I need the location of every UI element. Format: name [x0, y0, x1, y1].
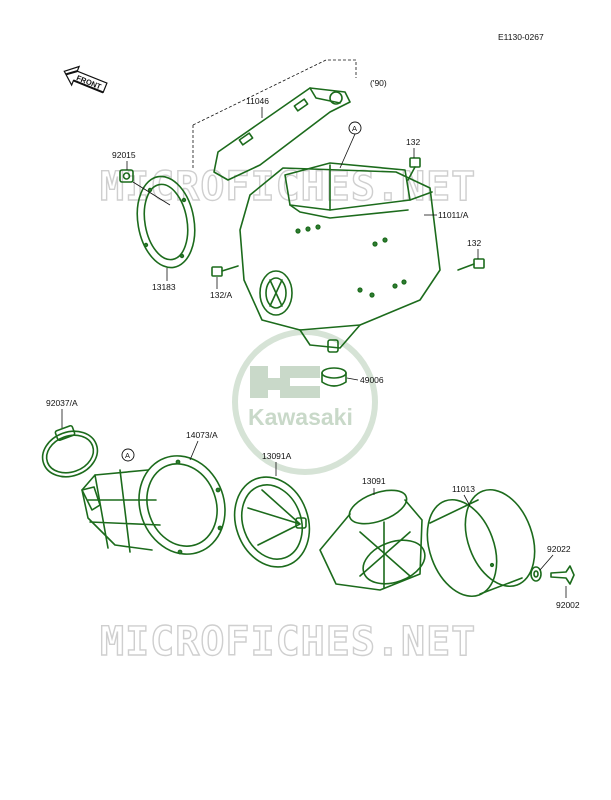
duct-part [81, 455, 226, 555]
cap-part [321, 367, 347, 387]
nut-part [119, 169, 134, 183]
label-132a: 132/A [210, 290, 233, 300]
element-frame-part [319, 489, 426, 591]
svg-text:A: A [352, 124, 357, 133]
wing-bolt-part [550, 565, 575, 585]
year-note: ('90) [370, 78, 387, 88]
bolt-upper-right-part [407, 157, 421, 181]
label-11013: 11013 [452, 484, 475, 494]
label-132-upper: 132 [406, 137, 420, 147]
kawasaki-logo: Kawasaki [232, 329, 378, 475]
label-13091: 13091 [362, 476, 386, 486]
label-14073a: 14073/A [186, 430, 218, 440]
callout-a-upper: A [339, 121, 362, 169]
label-92022: 92022 [547, 544, 571, 554]
label-92037a: 92037/A [46, 398, 78, 408]
watermark-bottom: MICROFICHES.NET [100, 619, 476, 665]
element-holder-part [233, 476, 311, 568]
bracket-dashed-outline [192, 59, 357, 168]
washer-part [530, 566, 542, 582]
label-11046: 11046 [246, 96, 269, 106]
bolt-right-part [457, 258, 485, 271]
bracket-part [213, 87, 351, 181]
callout-a-lower: A [121, 448, 135, 462]
filter-element-part [426, 488, 536, 598]
label-132-right: 132 [467, 238, 481, 248]
watermark-top: MICROFICHES.NET [100, 164, 476, 210]
bolt-left-part [211, 265, 239, 277]
label-13091a: 13091A [262, 451, 292, 461]
logo-text: Kawasaki [248, 404, 353, 430]
label-49006: 49006 [360, 375, 384, 385]
label-92002: 92002 [556, 600, 580, 610]
label-92015: 92015 [112, 150, 136, 160]
air-cleaner-case-part [239, 162, 441, 353]
svg-text:A: A [125, 451, 130, 460]
clamp-part [41, 424, 99, 478]
label-11011a: 11011/A [438, 210, 469, 220]
front-arrow-marker: FRONT [63, 65, 108, 94]
label-13183: 13183 [152, 282, 176, 292]
diagram-code: E1130-0267 [498, 32, 544, 42]
plate-part [136, 175, 196, 269]
